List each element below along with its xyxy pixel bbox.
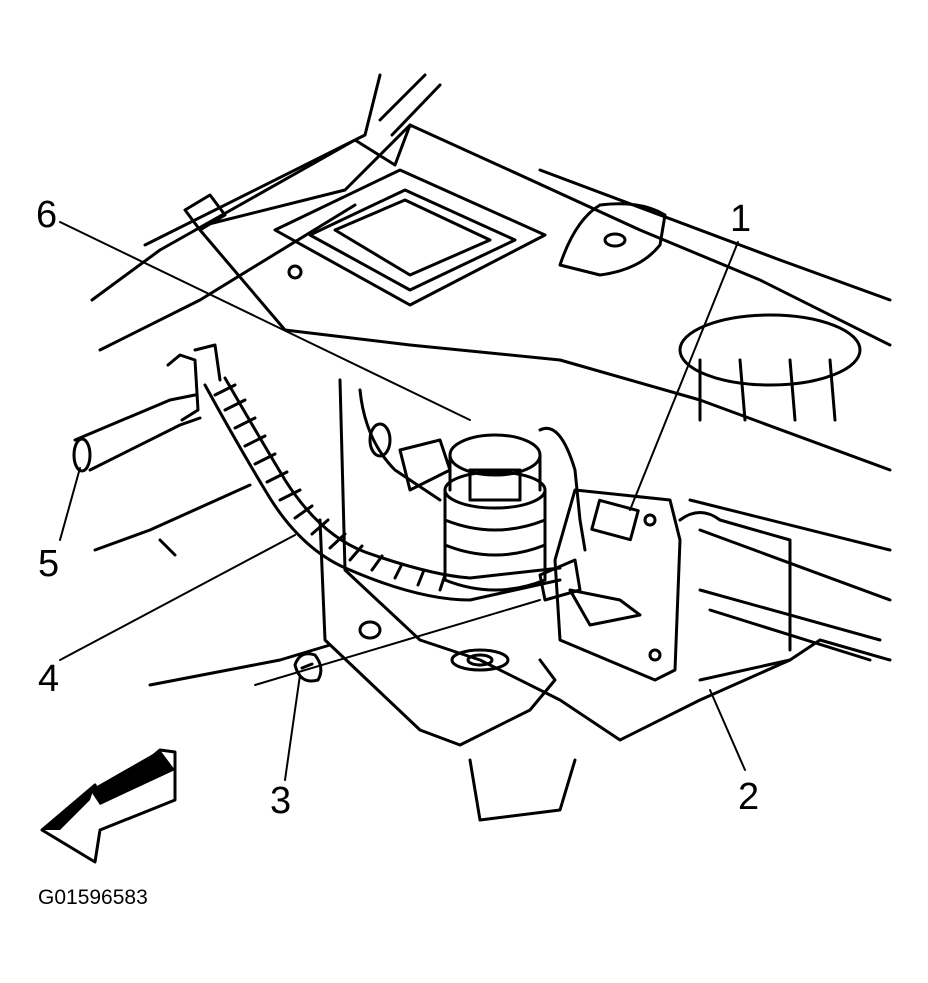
callout-4: 4 <box>38 658 60 700</box>
callout-5: 5 <box>38 543 60 585</box>
canister <box>398 433 547 592</box>
cowl-panel <box>90 73 892 472</box>
callout-3: 3 <box>270 780 292 822</box>
figure-code: G01596583 <box>38 886 148 909</box>
callout-2: 2 <box>738 776 760 818</box>
leader-6 <box>59 221 471 421</box>
lower-panel <box>93 483 332 687</box>
access-cover <box>273 168 547 307</box>
wiring-conduit <box>203 376 582 602</box>
leader-1 <box>629 241 739 511</box>
central-housing <box>318 378 792 822</box>
mount-tab <box>558 202 667 277</box>
callout-1: 1 <box>730 198 752 240</box>
leader-2 <box>709 689 746 771</box>
direction-arrow <box>40 748 177 864</box>
tube-5 <box>72 343 222 473</box>
callout-6: 6 <box>36 194 58 236</box>
leader-3b <box>254 599 541 686</box>
right-structure <box>678 313 892 682</box>
leader-lines <box>59 221 746 781</box>
leader-4 <box>59 534 296 661</box>
leader-3 <box>284 674 301 781</box>
bracket-plate <box>538 427 682 682</box>
leader-5 <box>59 467 81 541</box>
clip-3 <box>293 652 323 683</box>
